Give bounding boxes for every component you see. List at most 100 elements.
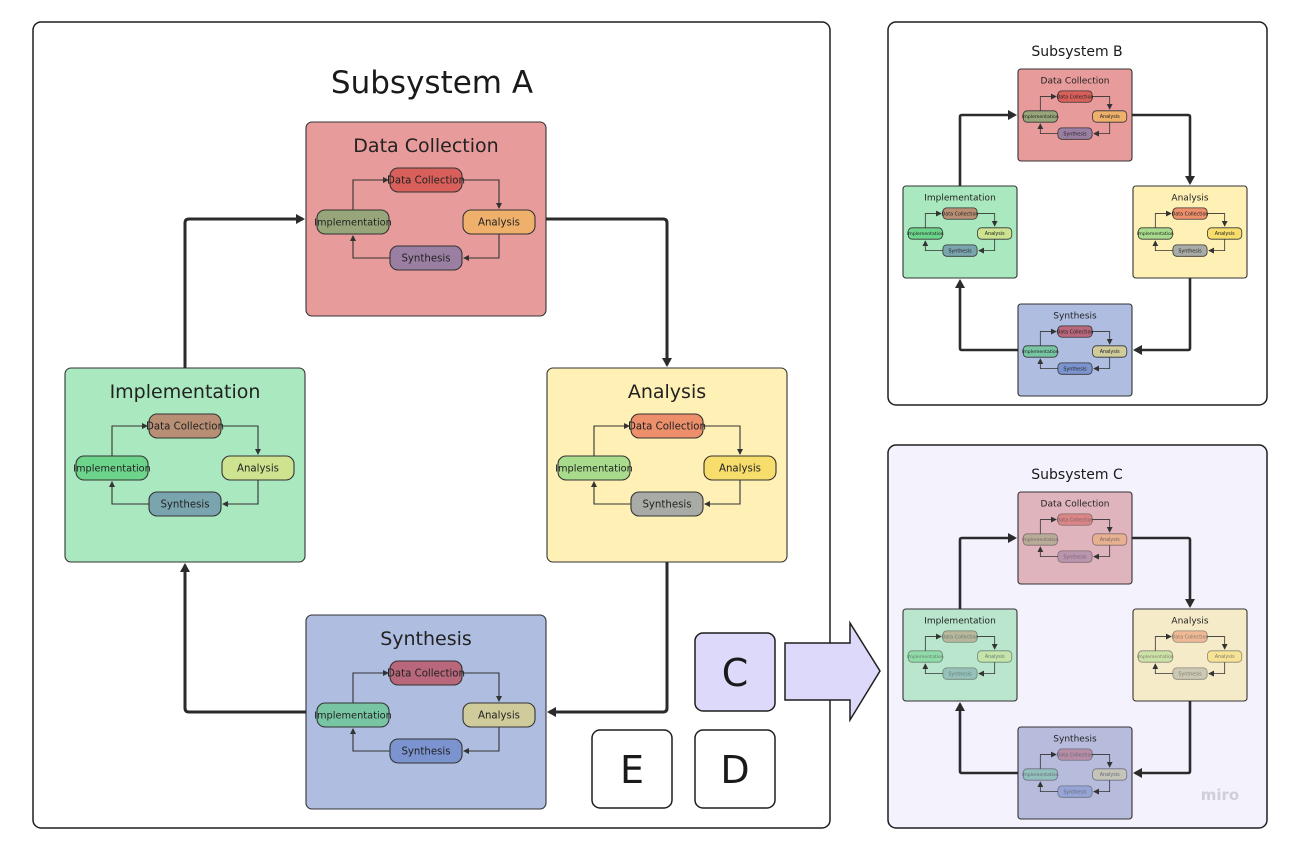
subsystem-b-module-synthesis-inner-left[interactable]: Implementation [1022,345,1059,358]
svg-text:Implementation: Implementation [73,464,151,475]
subsystem-c-module-implementation-inner-bottom[interactable]: Synthesis [942,667,978,680]
subsystem-c-module-analysis-inner-right[interactable]: Analysis [1207,650,1243,663]
svg-text:Data Collection: Data Collection [942,634,979,640]
subsystem-b-module-data-collection-inner-right[interactable]: Analysis [1092,110,1128,123]
subsystem-a-module-analysis-inner-right[interactable]: Analysis [703,455,777,481]
subsystem-a-module-implementation[interactable]: Implementation Data CollectionAnalysisSyn… [64,367,306,563]
subsystem-c-module-data-collection-inner-left[interactable]: Implementation [1022,533,1059,546]
subsystem-b-module-implementation[interactable]: Implementation Data CollectionAnalysisSyn… [902,185,1018,279]
subsystem-c-module-analysis-mini-link-4 [1154,633,1172,651]
subsystem-b-module-data-collection-inner-top[interactable]: Data Collection [1057,90,1094,103]
subsystem-a-module-synthesis-inner-right[interactable]: Analysis [462,702,536,728]
subsystem-c-module-analysis-inner-left[interactable]: Implementation [1137,650,1174,663]
subsystem-b-module-analysis-inner-top[interactable]: Data Collection [1172,207,1209,220]
subsystem-b-frame[interactable] [887,21,1268,406]
subsystem-b-link-synthesis-to-implementation[interactable] [955,279,1018,352]
subsystem-c-module-implementation[interactable]: Implementation Data CollectionAnalysisSyn… [902,608,1018,702]
subsystem-c-frame[interactable] [887,444,1268,829]
subsystem-b-module-data-collection-inner-bottom[interactable]: Synthesis [1057,127,1093,140]
subsystem-c-link-analysis-to-synthesis[interactable] [1133,701,1192,778]
subsystem-a-module-analysis-inner-left[interactable]: Implementation [555,455,633,481]
subsystem-a-module-synthesis-mini-link-2 [463,727,500,754]
subsystem-c-module-synthesis-inner-right[interactable]: Analysis [1092,768,1128,781]
letter-box-e[interactable]: E [591,729,673,809]
subsystem-b-link-dc-to-analysis[interactable] [1132,113,1195,185]
svg-text:Synthesis: Synthesis [1178,248,1202,254]
letter-box-c[interactable]: C [694,632,776,712]
svg-text:Analysis: Analysis [985,654,1005,660]
subsystem-b-module-synthesis-inner-bottom[interactable]: Synthesis [1057,362,1093,375]
svg-text:Analysis: Analysis [1100,114,1120,120]
svg-text:Data Collection: Data Collection [387,669,465,680]
subsystem-c-module-implementation-inner-left[interactable]: Implementation [907,650,944,663]
subsystem-b-module-implementation-inner-left[interactable]: Implementation [907,227,944,240]
subsystem-b-module-analysis-inner-left[interactable]: Implementation [1137,227,1174,240]
subsystem-a-module-implementation-inner-right[interactable]: Analysis [221,455,295,481]
subsystem-c-module-synthesis-inner-top[interactable]: Data Collection [1057,748,1094,761]
subsystem-a-module-data-collection-inner-left[interactable]: Implementation [314,209,392,235]
subsystem-a-link-synthesis-to-implementation[interactable] [180,563,306,714]
subsystem-a-link-dc-to-analysis[interactable] [546,217,672,367]
svg-text:Analysis: Analysis [985,231,1005,237]
subsystem-b-module-analysis-inner-right[interactable]: Analysis [1207,227,1243,240]
subsystem-b-module-implementation-inner-bottom[interactable]: Synthesis [942,244,978,257]
letter-box-e-label: E [620,748,644,792]
subsystem-a-module-synthesis-inner-top[interactable]: Data Collection [387,660,465,686]
subsystem-b-module-analysis-inner-bottom[interactable]: Synthesis [1172,244,1208,257]
subsystem-b-module-synthesis-title: Synthesis [1053,311,1097,321]
svg-text:Implementation: Implementation [1137,654,1174,660]
subsystem-a-link-analysis-to-synthesis[interactable] [547,562,669,717]
subsystem-a-module-implementation-inner-top[interactable]: Data Collection [146,413,224,439]
subsystem-b-module-implementation-inner-right[interactable]: Analysis [977,227,1013,240]
letter-box-d[interactable]: D [694,729,776,809]
subsystem-c-module-synthesis-inner-bottom[interactable]: Synthesis [1057,785,1093,798]
subsystem-a-frame[interactable] [32,21,831,829]
subsystem-c-link-implementation-to-dc[interactable] [958,533,1017,609]
subsystem-c-module-implementation-inner-right[interactable]: Analysis [977,650,1013,663]
subsystem-a-module-analysis-mini-link-1 [703,425,743,455]
subsystem-c-link-dc-to-analysis[interactable] [1132,536,1195,608]
subsystem-a-module-data-collection-inner-top[interactable]: Data Collection [387,167,465,193]
svg-text:Data Collection: Data Collection [628,422,706,433]
subsystem-b-link-analysis-to-synthesis[interactable] [1133,278,1192,355]
subsystem-c-module-data-collection-mini-link-2 [1093,545,1111,560]
subsystem-b-module-synthesis-inner-right[interactable]: Analysis [1092,345,1128,358]
subsystem-c-module-analysis-inner-top[interactable]: Data Collection [1172,630,1209,643]
subsystem-a-module-data-collection-title: Data Collection [353,135,498,157]
subsystem-c-module-data-collection-inner-right[interactable]: Analysis [1092,533,1128,546]
subsystem-a-module-data-collection-inner-right[interactable]: Analysis [462,209,536,235]
subsystem-a-module-implementation-inner-left[interactable]: Implementation [73,455,151,481]
block-arrow-right[interactable] [784,620,881,723]
subsystem-c-module-analysis-inner-bottom[interactable]: Synthesis [1172,667,1208,680]
subsystem-b-module-synthesis-inner-top[interactable]: Data Collection [1057,325,1094,338]
svg-text:Data Collection: Data Collection [146,422,224,433]
subsystem-a-module-synthesis-inner-bottom[interactable]: Synthesis [389,738,463,764]
subsystem-a-module-implementation-inner-bottom[interactable]: Synthesis [148,491,222,517]
subsystem-a-module-synthesis-inner-left[interactable]: Implementation [314,702,392,728]
subsystem-c-module-implementation-mini-link-4 [924,633,942,651]
subsystem-a-module-analysis-inner-bottom[interactable]: Synthesis [630,491,704,517]
subsystem-a-module-data-collection-inner-bottom[interactable]: Synthesis [389,245,463,271]
subsystem-a-link-implementation-to-dc[interactable] [183,214,305,368]
subsystem-c-module-data-collection-inner-bottom[interactable]: Synthesis [1057,550,1093,563]
subsystem-c-link-synthesis-to-implementation[interactable] [955,702,1018,775]
subsystem-b-link-implementation-to-dc[interactable] [958,110,1017,186]
subsystem-c-module-data-collection-inner-top[interactable]: Data Collection [1057,513,1094,526]
subsystem-b-module-synthesis-mini-link-1 [1092,331,1113,345]
subsystem-c-module-implementation-inner-top[interactable]: Data Collection [942,630,979,643]
subsystem-b-module-implementation-inner-top[interactable]: Data Collection [942,207,979,220]
svg-text:Implementation: Implementation [1022,772,1059,778]
subsystem-b-module-data-collection-inner-left[interactable]: Implementation [1022,110,1059,123]
subsystem-c-module-synthesis-inner-left[interactable]: Implementation [1022,768,1059,781]
subsystem-a-module-analysis-inner-top[interactable]: Data Collection [628,413,706,439]
subsystem-a-module-synthesis-title: Synthesis [380,628,472,650]
